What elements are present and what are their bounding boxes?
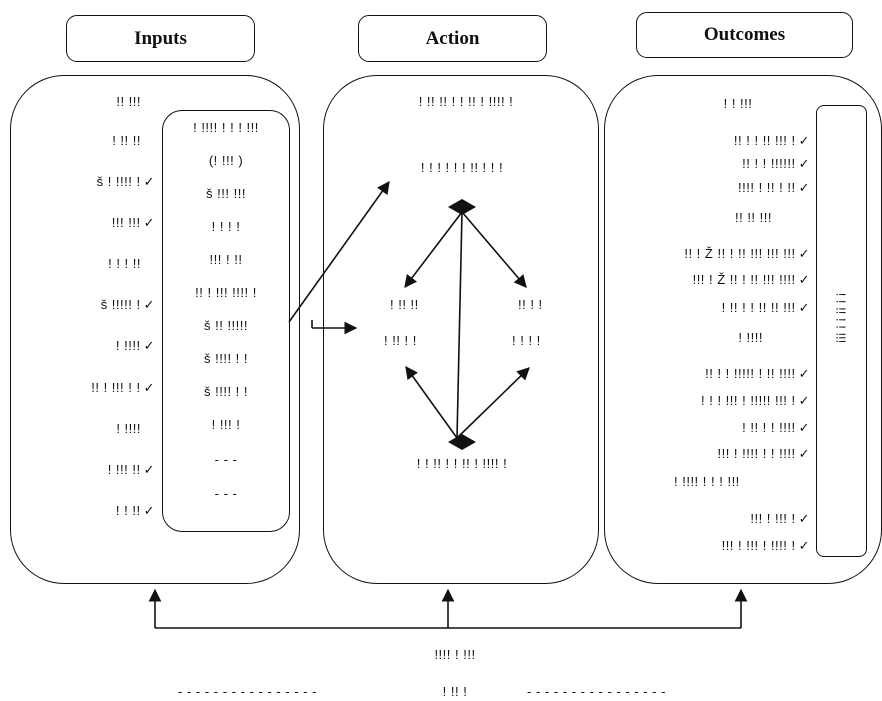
input-item-10: ! !!! !!✓ [107, 462, 155, 477]
arrow-bottom-left [405, 365, 458, 439]
arrow-bottom-right [456, 367, 530, 439]
check-icon: ✓ [798, 420, 810, 435]
outcome-item-13: ! !!!! ! ! ! !!! [674, 474, 740, 489]
footer-dashes-right: - - - - - - - - - - - - - - - - [527, 684, 666, 699]
check-icon: ✓ [798, 246, 810, 261]
input-item-9: ! !!!! [116, 421, 141, 436]
input-sub-item-10: ! !!! ! [211, 417, 241, 432]
input-sub-item-2: (! !!! ) [208, 153, 244, 168]
input-item-1: !! !!! [116, 94, 141, 109]
action-panel [323, 75, 599, 584]
input-sub-item-6: !! ! !!! !!!! ! [195, 285, 257, 300]
action-left-text-1: ! !! !! [390, 297, 419, 312]
footer-line-1: !!!! ! !!! [434, 647, 476, 662]
input-item-4: !!! !!!✓ [111, 215, 155, 230]
arrow-top-left [404, 211, 463, 289]
outcomes-vertical-label: ! ! !! ! ! !!! [833, 292, 849, 344]
check-icon: ✓ [143, 174, 155, 189]
input-sub-item-8: š !!!! ! ! [203, 351, 249, 366]
check-icon: ✓ [798, 180, 810, 195]
check-icon: ✓ [798, 393, 810, 408]
outcome-item-12: !!! ! !!!! ! ! !!!!✓ [717, 446, 810, 461]
check-icon: ✓ [798, 511, 810, 526]
input-sub-item-7: š !! !!!!! [203, 318, 249, 333]
check-icon: ✓ [143, 380, 155, 395]
input-sub-item-1: ! !!!! ! ! ! !!! [193, 120, 259, 135]
check-icon: ✓ [798, 446, 810, 461]
check-icon: ✓ [143, 297, 155, 312]
check-icon: ✓ [143, 462, 155, 477]
bottom-node-diamond [448, 434, 476, 450]
outcomes-subpanel [816, 105, 867, 557]
input-item-2: ! !! !! [112, 133, 141, 148]
input-sub-item-3: š !!! !!! [206, 186, 246, 201]
outcome-item-9: !! ! ! !!!!! ! !! !!!!✓ [705, 366, 810, 381]
inputs-subpanel [162, 110, 290, 532]
check-icon: ✓ [143, 338, 155, 353]
action-mid-text: ! ! ! ! ! ! !! ! ! ! [420, 160, 504, 175]
check-icon: ✓ [798, 538, 810, 553]
input-item-7: ! !!!!✓ [115, 338, 155, 353]
arrow-top-right [461, 211, 527, 288]
outcome-item-1: !! ! ! !! !!! !✓ [733, 133, 810, 148]
outcome-item-2: !! ! ! !!!!!!✓ [742, 156, 810, 171]
top-node-diamond [448, 199, 476, 215]
input-item-8: !! ! !!! ! !✓ [91, 380, 155, 395]
footer-line-2: ! !! ! [442, 684, 468, 699]
outcomes-title: ! ! !!! [723, 96, 753, 111]
check-icon: ✓ [798, 272, 810, 287]
action-right-text-1: !! ! ! [518, 297, 543, 312]
outcome-item-7: ! !! ! ! !! !! !!!✓ [721, 300, 810, 315]
center-line [456, 211, 463, 439]
check-icon: ✓ [798, 156, 810, 171]
check-icon: ✓ [798, 133, 810, 148]
input-sub-item-5: !!! ! !! [209, 252, 243, 267]
input-sub-item-9: š !!!! ! ! [203, 384, 249, 399]
outcome-item-4: !! !! !!! [734, 210, 772, 225]
outcome-item-14: !!! ! !!! !✓ [750, 511, 810, 526]
outcome-item-5: !! ! Ž !! ! !! !!! !!! !!!✓ [684, 246, 810, 261]
check-icon: ✓ [143, 215, 155, 230]
check-icon: ✓ [798, 300, 810, 315]
input-sub-item-11: - - - [214, 452, 238, 467]
inputs-header: Inputs [66, 15, 255, 62]
footer-dashes-left: - - - - - - - - - - - - - - - - [178, 684, 317, 699]
action-right-text-2: ! ! ! ! [512, 333, 541, 348]
input-sub-item-12: - - - [214, 486, 238, 501]
outcome-item-8: ! !!!! [738, 330, 763, 345]
action-header: Action [358, 15, 547, 62]
action-bottom-text: ! ! !! ! ! !! ! !!!! ! [416, 456, 508, 471]
input-item-3: š ! !!!! !✓ [96, 174, 155, 189]
arrow-to-action-top [288, 180, 390, 323]
outcome-item-6: !!! ! Ž !! ! !! !!! !!!!✓ [692, 272, 810, 287]
outcome-item-11: ! !! ! ! !!!!✓ [742, 420, 810, 435]
input-item-6: š !!!!! !✓ [100, 297, 155, 312]
outcome-item-3: !!!! ! !! ! !!✓ [738, 180, 810, 195]
check-icon: ✓ [798, 366, 810, 381]
outcomes-header: Outcomes [636, 12, 853, 58]
check-icon: ✓ [143, 503, 155, 518]
outcome-item-10: ! ! ! !!! ! !!!!! !!! !✓ [701, 393, 810, 408]
input-item-5: ! ! ! !! [108, 256, 141, 271]
action-top-text: ! !! !! ! ! !! ! !!!! ! [418, 94, 514, 109]
input-sub-item-4: ! ! ! ! [211, 219, 241, 234]
inputs-panel [10, 75, 300, 584]
action-left-text-2: ! !! ! ! [384, 333, 417, 348]
outcome-item-15: !!! ! !!! ! !!!! !✓ [721, 538, 810, 553]
input-item-11: ! ! !!✓ [115, 503, 155, 518]
